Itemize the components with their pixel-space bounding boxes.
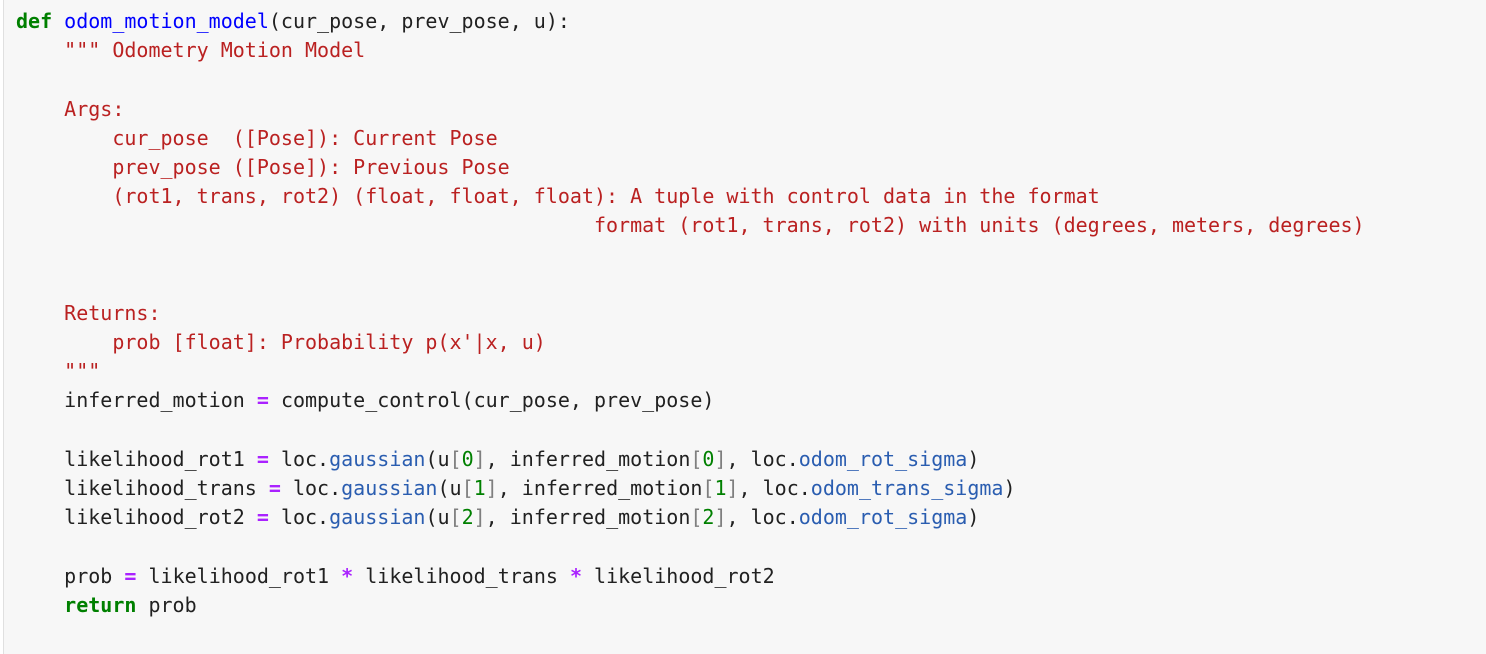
method-name: gaussian [329, 446, 426, 471]
assign-operator: = [256, 446, 269, 471]
assign-operator: = [268, 476, 281, 500]
multiply-operator: * [569, 563, 582, 588]
code-text: ) [967, 446, 980, 471]
code-editor[interactable]: def odom_motion_model(cur_pose, prev_pos… [16, 7, 1365, 620]
code-text: loc. [280, 446, 330, 471]
index-number: 1 [714, 476, 727, 500]
method-name: gaussian [329, 505, 426, 530]
variable-name: inferred_motion [64, 388, 245, 413]
variable-name: prob [148, 592, 197, 617]
variable-name: prob [64, 563, 113, 588]
code-text: , loc. [726, 505, 799, 530]
code-line-9 [16, 241, 1365, 270]
docstring-line: cur_pose ([Pose]): Current Pose [112, 125, 498, 150]
index-number: 1 [473, 476, 486, 500]
assign-operator: = [256, 388, 269, 413]
code-line-5: cur_pose ([Pose]): Current Pose [16, 124, 1365, 153]
code-line-20: prob = likelihood_rot1 * likelihood_tran… [16, 562, 1365, 591]
assign-operator: = [256, 505, 269, 530]
docstring-line: """ Odometry Motion Model [64, 38, 366, 63]
code-line-21: return prob [16, 591, 1365, 620]
docstring-line: Returns: [64, 300, 161, 325]
assign-operator: = [124, 563, 137, 588]
code-text: (u [425, 446, 450, 471]
attribute-name: odom_rot_sigma [798, 446, 968, 471]
docstring-line: format (rot1, trans, rot2) with units (d… [593, 213, 1365, 238]
code-text: , inferred_motion [497, 476, 703, 500]
variable-name: likelihood_trans [365, 563, 558, 588]
code-line-12: prob [float]: Probability p(x'|x, u) [16, 328, 1365, 357]
index-number: 2 [461, 505, 474, 530]
bracket: [ [702, 476, 715, 500]
bracket: ] [714, 505, 727, 530]
docstring-line: (rot1, trans, rot2) (float, float, float… [112, 184, 1100, 209]
function-name: odom_motion_model [64, 9, 269, 33]
code-line-4: Args: [16, 95, 1365, 124]
code-text: , loc. [726, 446, 799, 471]
code-line-13: """ [16, 357, 1365, 386]
index-number: 0 [461, 446, 474, 471]
code-line-17: likelihood_trans = loc.gaussian(u[1], in… [16, 474, 1365, 503]
variable-name: likelihood_rot2 [64, 505, 245, 530]
bracket: [ [461, 476, 474, 500]
docstring-line: Args: [64, 96, 125, 121]
code-text: , inferred_motion [485, 446, 691, 471]
docstring-line: prob [float]: Probability p(x'|x, u) [112, 330, 546, 355]
docstring-line: prev_pose ([Pose]): Previous Pose [112, 154, 510, 179]
index-number: 2 [702, 505, 715, 530]
bracket: [ [690, 505, 703, 530]
code-line-6: prev_pose ([Pose]): Previous Pose [16, 153, 1365, 182]
code-text: (u [425, 505, 450, 530]
bracket: ] [473, 505, 486, 530]
attribute-name: odom_rot_sigma [798, 505, 968, 530]
bracket: [ [449, 446, 462, 471]
code-line-18: likelihood_rot2 = loc.gaussian(u[2], inf… [16, 503, 1365, 532]
code-text: , inferred_motion [485, 505, 691, 530]
code-line-15 [16, 416, 1365, 445]
index-number: 0 [702, 446, 715, 471]
code-text: loc. [280, 505, 330, 530]
code-line-10 [16, 270, 1365, 299]
code-cell[interactable]: def odom_motion_model(cur_pose, prev_pos… [3, 0, 1486, 654]
bracket: [ [449, 505, 462, 530]
code-line-8: format (rot1, trans, rot2) with units (d… [16, 211, 1365, 240]
code-line-2: """ Odometry Motion Model [16, 36, 1365, 65]
code-text: ) [967, 505, 980, 530]
keyword-return: return [64, 592, 137, 617]
code-line-7: (rot1, trans, rot2) (float, float, float… [16, 182, 1365, 211]
code-text: loc. [292, 476, 342, 500]
variable-name: likelihood_rot1 [64, 446, 245, 471]
bracket: [ [690, 446, 703, 471]
variable-name: likelihood_trans [64, 476, 257, 500]
code-line-3 [16, 65, 1365, 94]
bracket: ] [473, 446, 486, 471]
bracket: ] [485, 476, 498, 500]
code-text: , loc. [738, 476, 811, 500]
code-line-1: def odom_motion_model(cur_pose, prev_pos… [16, 7, 1365, 36]
bracket: ] [714, 446, 727, 471]
variable-name: likelihood_rot2 [594, 563, 775, 588]
code-line-11: Returns: [16, 299, 1365, 328]
code-line-16: likelihood_rot1 = loc.gaussian(u[0], inf… [16, 445, 1365, 474]
multiply-operator: * [341, 563, 354, 588]
bracket: ] [726, 476, 739, 500]
function-params: (cur_pose, prev_pose, u): [268, 9, 570, 33]
code-line-14: inferred_motion = compute_control(cur_po… [16, 386, 1365, 415]
code-line-19 [16, 532, 1365, 561]
docstring-line: """ [64, 359, 101, 384]
code-text: (u [437, 476, 462, 500]
variable-name: likelihood_rot1 [148, 563, 330, 588]
attribute-name: odom_trans_sigma [810, 476, 1004, 500]
method-name: gaussian [341, 476, 438, 500]
code-text: ) [1003, 476, 1016, 500]
keyword-def: def [16, 9, 53, 33]
call-expression: compute_control(cur_pose, prev_pose) [280, 388, 715, 413]
